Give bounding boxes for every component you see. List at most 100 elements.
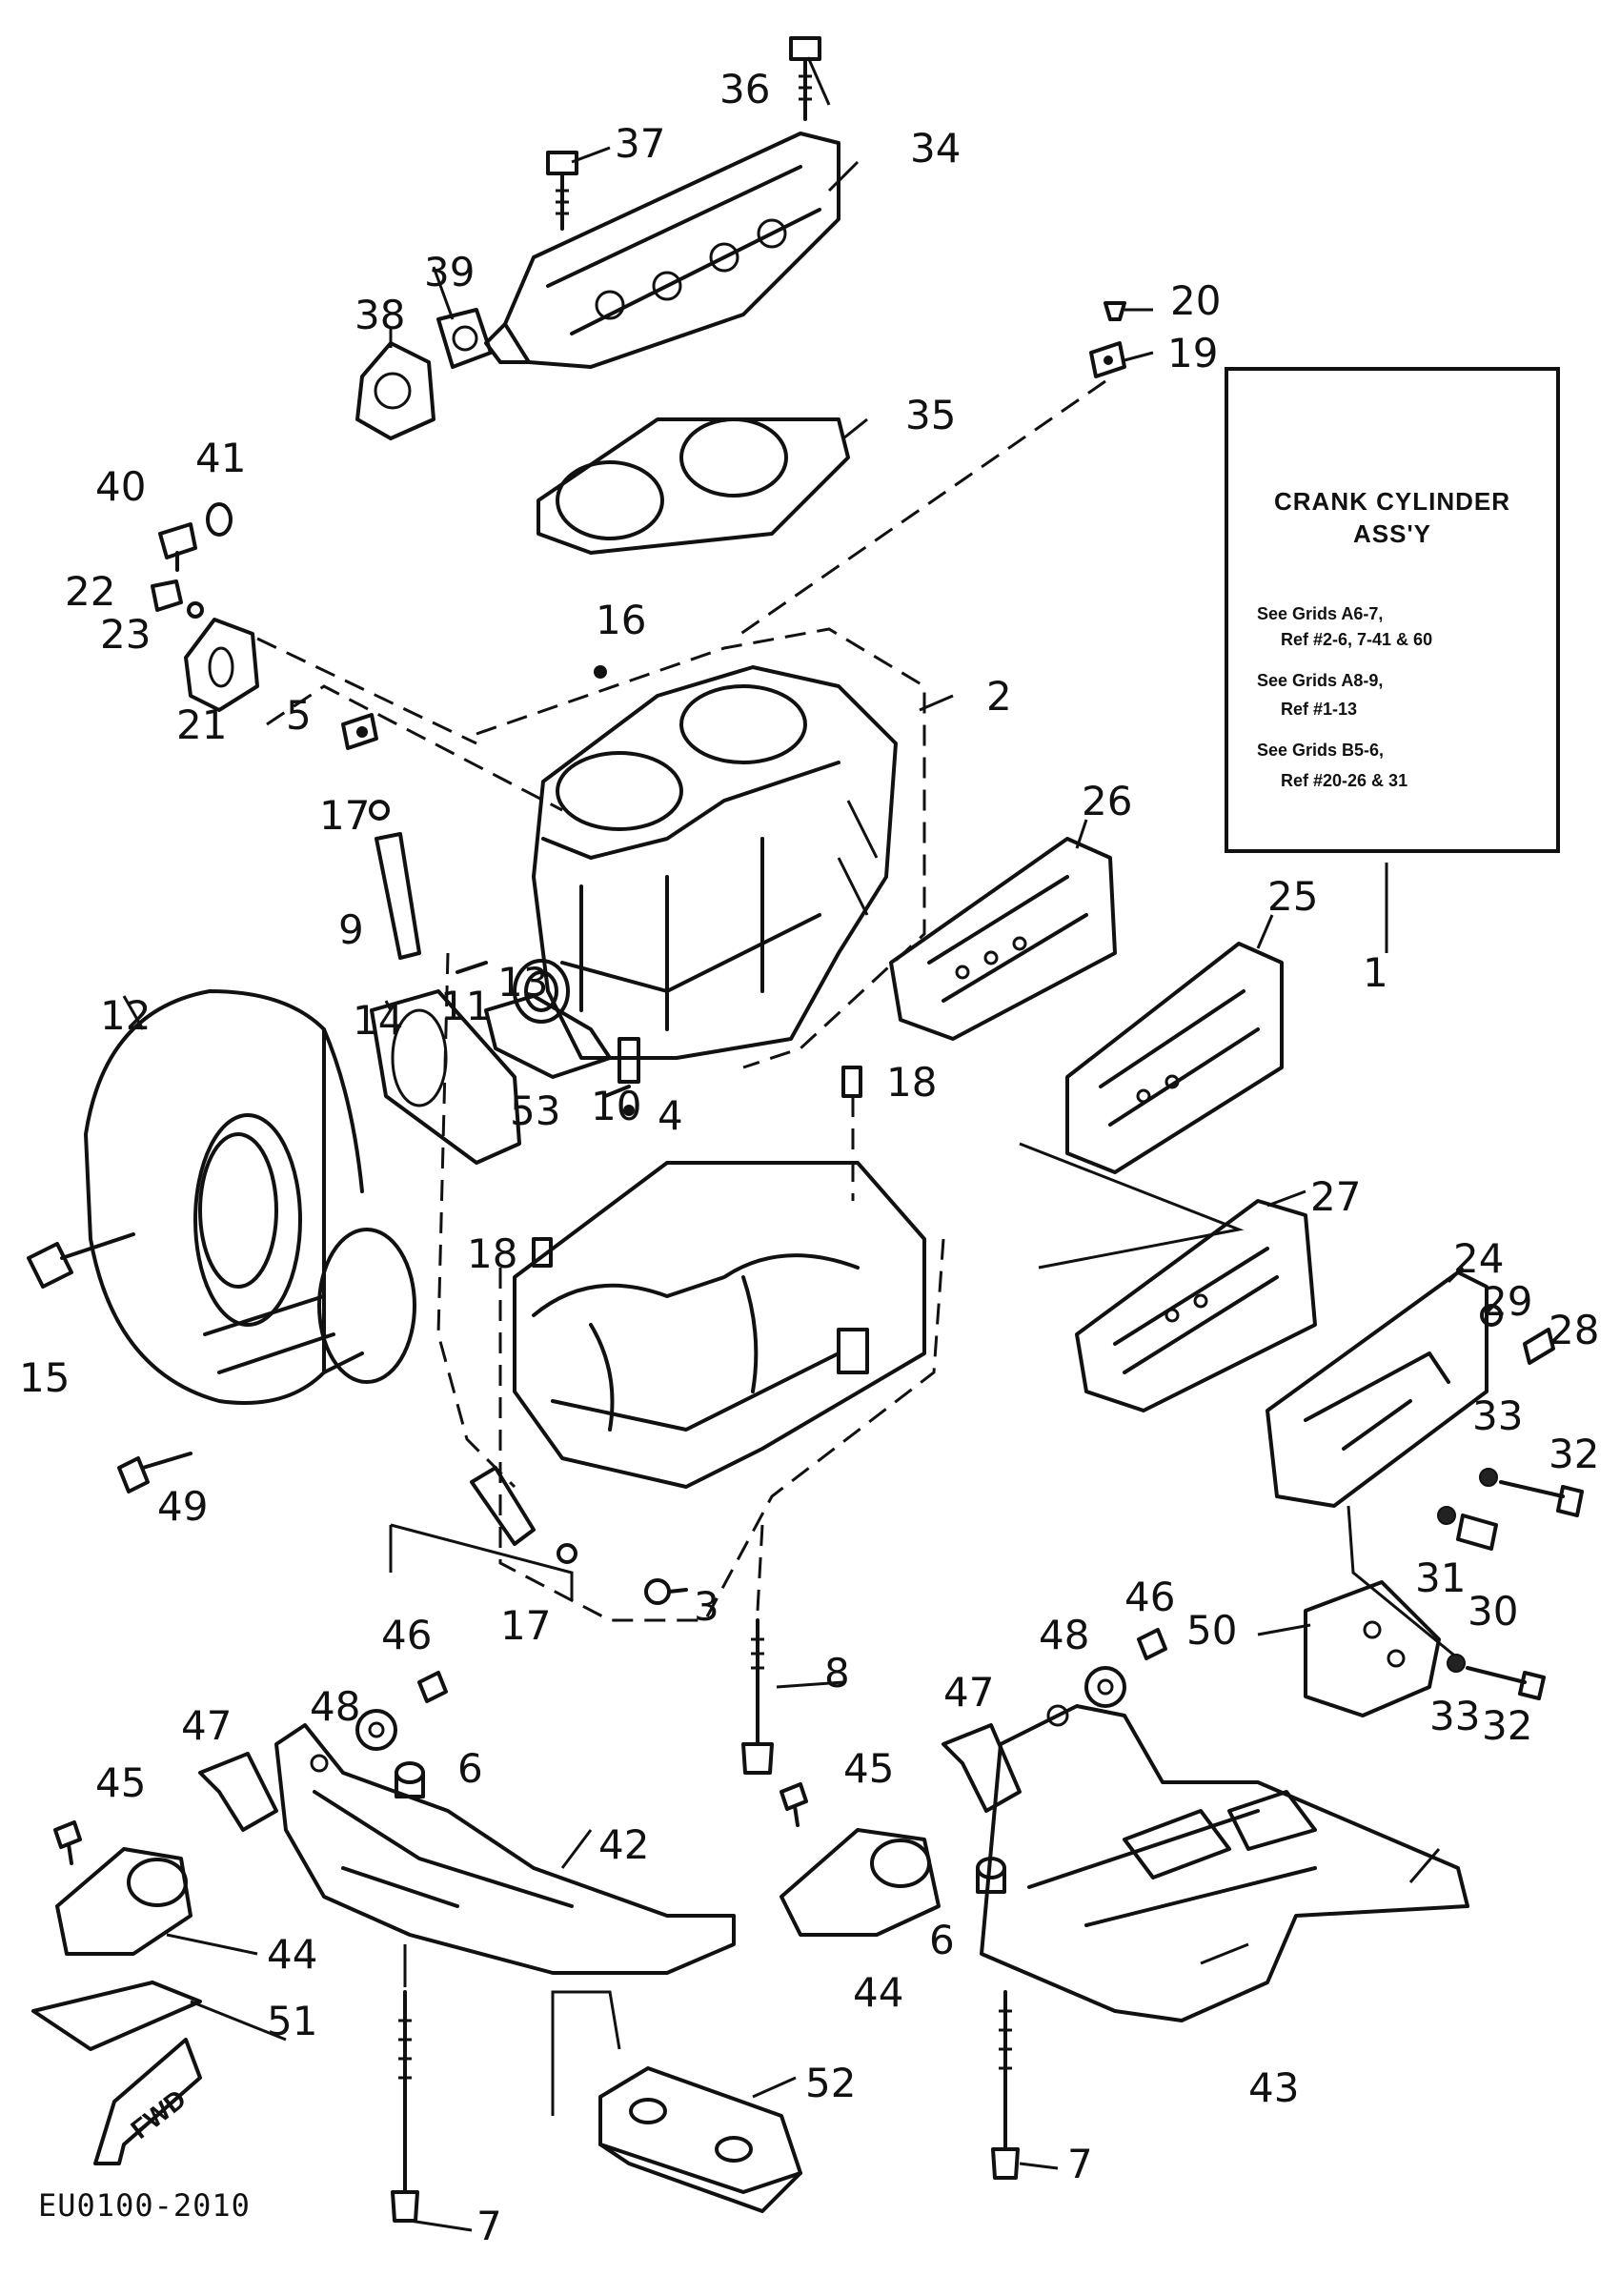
bolt-49	[117, 1452, 192, 1493]
callout-34: 34	[910, 125, 961, 172]
exhaust-cover-25	[1065, 942, 1284, 1174]
engine-mount-44b	[780, 1828, 941, 1937]
callout-42: 42	[598, 1821, 649, 1868]
fwd-arrow-icon: FWD	[93, 2038, 202, 2165]
callout-41: 41	[195, 435, 246, 481]
info-title-line2: ASS'Y	[1353, 519, 1431, 548]
callout-47b: 47	[943, 1669, 994, 1716]
callout-30: 30	[1468, 1588, 1518, 1635]
bolt-28	[1523, 1328, 1555, 1365]
callout-44b: 44	[853, 1969, 903, 2016]
callout-7a: 7	[476, 2203, 502, 2249]
callout-44a: 44	[267, 1931, 317, 1978]
leader-17-3	[389, 1523, 574, 1601]
through-bolt-7b	[991, 1990, 1020, 2180]
plug-16	[594, 665, 607, 679]
washer-31	[1437, 1506, 1456, 1525]
leader-8	[756, 1524, 764, 1612]
callout-1: 1	[1363, 949, 1388, 996]
stopper-47b	[942, 1723, 1022, 1813]
cylinder-block	[532, 665, 898, 1060]
callout-35: 35	[905, 392, 956, 438]
callout-53: 53	[510, 1087, 560, 1134]
leader-50	[1347, 1505, 1459, 1660]
bolt-30	[1456, 1514, 1498, 1551]
stopper-47a	[198, 1752, 278, 1832]
clamp-19	[1089, 341, 1126, 378]
dowel-18b	[532, 1237, 553, 1268]
pin-4	[623, 1105, 635, 1116]
callout-18a: 18	[886, 1059, 937, 1106]
callout-45b: 45	[843, 1745, 894, 1792]
callout-37: 37	[615, 120, 665, 167]
callout-13: 13	[497, 959, 548, 1006]
callout-23: 23	[100, 611, 151, 658]
callout-26: 26	[1082, 778, 1132, 824]
callout-12: 12	[100, 992, 151, 1039]
washer-48b	[1084, 1666, 1126, 1708]
bolt-46a	[417, 1671, 448, 1703]
ref-grid-line: See Grids B5-6,	[1257, 741, 1385, 760]
callout-28: 28	[1549, 1307, 1599, 1353]
callout-40: 40	[95, 463, 146, 510]
washer-33a	[1479, 1468, 1498, 1487]
washer-48a	[355, 1709, 397, 1751]
ref-number-line: Ref #2-6, 7-41 & 60	[1281, 630, 1433, 649]
bolt-32a	[1499, 1480, 1584, 1517]
dowel-18a	[841, 1066, 862, 1098]
callout-4: 4	[658, 1092, 683, 1139]
through-bolt-7a	[391, 1990, 419, 2223]
leader-21	[256, 637, 477, 745]
hose-lower	[470, 1466, 536, 1546]
washer-17a	[369, 800, 390, 821]
spacer-block-52	[598, 2066, 802, 2213]
ref-grid-line: See Grids A8-9,	[1257, 671, 1384, 690]
cover-24	[1266, 1270, 1488, 1508]
ref-number-line: Ref #20-26 & 31	[1281, 771, 1408, 790]
washer-17b	[557, 1543, 577, 1564]
head-gasket	[537, 417, 850, 555]
clip-20	[1104, 301, 1126, 321]
callout-38: 38	[354, 292, 405, 338]
callout-45a: 45	[95, 1759, 146, 1806]
mount-bracket-43	[980, 1704, 1469, 2022]
ref-grid-line: See Grids A6-7,	[1257, 604, 1384, 623]
callout-numbers: 36 37 34 20 19 39 38 35 41 40 22 23 16 2…	[19, 66, 1599, 2249]
callout-32b: 32	[1482, 1702, 1532, 1749]
callout-24: 24	[1453, 1235, 1504, 1282]
leader-19	[733, 379, 1106, 640]
screw-22	[151, 579, 183, 612]
callout-50: 50	[1186, 1607, 1237, 1654]
callout-48b: 48	[1039, 1612, 1089, 1658]
bearing-53	[484, 994, 612, 1079]
callout-39: 39	[424, 249, 475, 295]
callout-43: 43	[1248, 2064, 1299, 2111]
callout-32a: 32	[1549, 1431, 1599, 1477]
thermostat-cover-38	[355, 341, 435, 440]
dowel-10	[618, 1037, 640, 1084]
bolt-37	[546, 151, 578, 231]
ref-number-line: Ref #1-13	[1281, 700, 1358, 719]
exhaust-cover-26	[889, 837, 1117, 1041]
callout-27: 27	[1310, 1173, 1361, 1220]
diagram-code: EU0100-2010	[38, 2187, 251, 2224]
shim-51	[31, 1981, 202, 2051]
fitting-5	[341, 713, 378, 750]
block-outline-dash	[476, 627, 926, 1069]
crankcase-outline-dash	[498, 1238, 945, 1622]
crankcase	[513, 1161, 926, 1489]
washer-33b	[1447, 1654, 1466, 1673]
callout-36: 36	[719, 66, 770, 112]
callout-18b: 18	[467, 1230, 517, 1277]
callout-6b: 6	[929, 1917, 955, 1963]
bolt-46b	[1137, 1628, 1167, 1660]
callout-3: 3	[694, 1583, 719, 1630]
pin-11b	[603, 1085, 631, 1098]
oil-seal-13	[513, 959, 570, 1024]
callout-46b: 46	[1124, 1574, 1175, 1620]
plate-50	[1304, 1580, 1441, 1717]
screw-45b	[780, 1782, 808, 1827]
flywheel-cover	[84, 989, 416, 1405]
washer-23	[187, 601, 204, 619]
callout-2: 2	[986, 673, 1012, 720]
